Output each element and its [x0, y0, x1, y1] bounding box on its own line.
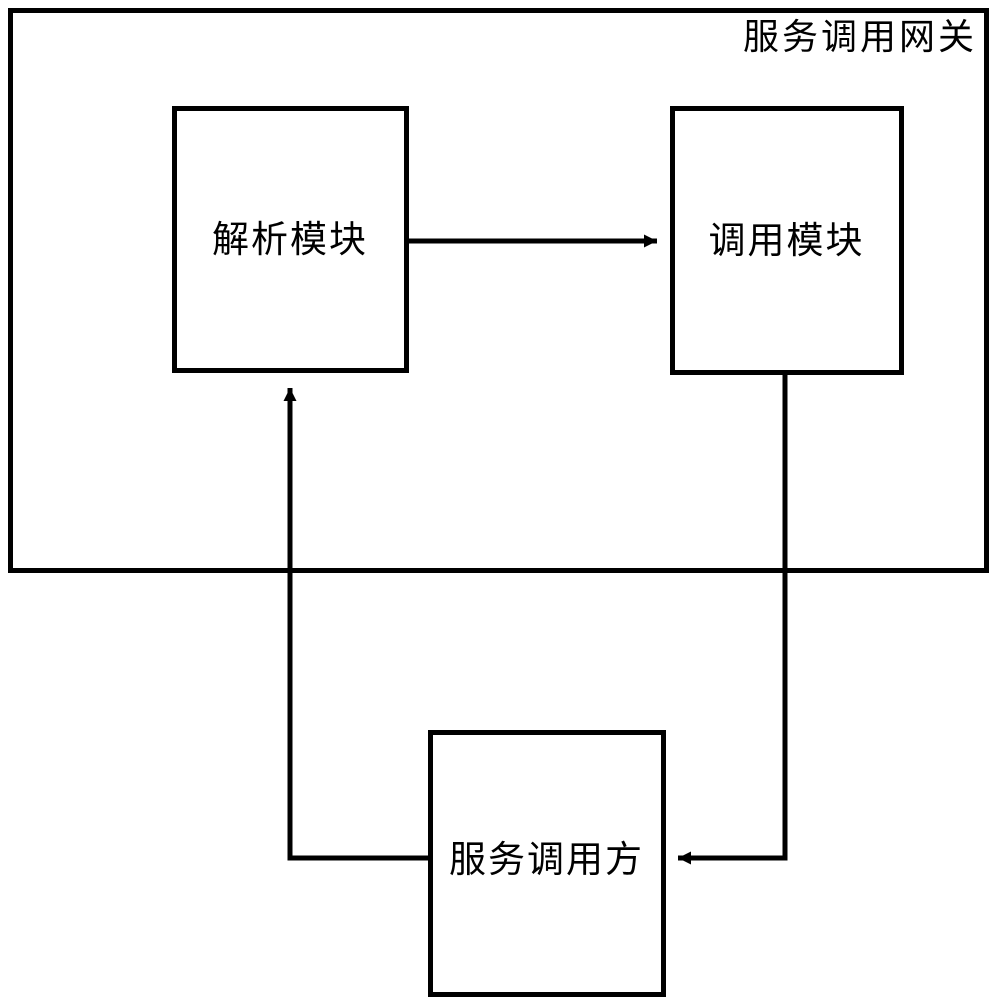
edge-invoke-to-caller [678, 374, 788, 865]
invoke-module-box[interactable] [670, 106, 904, 375]
service-caller-box[interactable] [428, 730, 666, 997]
gateway-title: 服务调用网关 [742, 17, 977, 58]
edge-caller-to-parse [283, 388, 428, 861]
parse-module-box[interactable] [172, 106, 409, 373]
